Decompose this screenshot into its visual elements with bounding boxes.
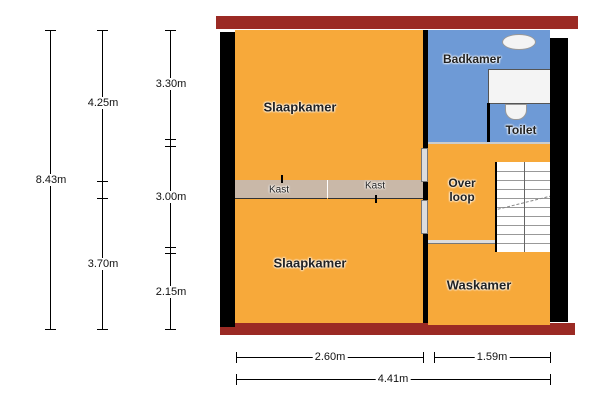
laundry-wall: [428, 240, 495, 244]
dimension-label: 2.60m: [312, 351, 348, 363]
dimension-label: 3.30m: [153, 78, 189, 90]
door-mark: [375, 195, 377, 203]
wall-left: [220, 32, 235, 327]
dimension-label: 3.00m: [153, 191, 189, 203]
wall-right: [550, 38, 568, 322]
sink-icon: [502, 34, 536, 50]
roof-top: [216, 16, 578, 29]
door-mark: [281, 175, 283, 183]
stairs: [495, 162, 553, 252]
room-label: Slaapkamer: [273, 255, 347, 271]
roof-bottom: [220, 323, 575, 335]
dimension-label: 4.41m: [375, 373, 411, 385]
room-label: Waskamer: [446, 277, 512, 293]
dimension-label: 8.43m: [33, 174, 69, 186]
dimension-label: 3.70m: [85, 258, 121, 270]
dimension-label: 1.59m: [474, 351, 510, 363]
dimension-label: 4.25m: [85, 97, 121, 109]
closet-left: [235, 180, 327, 199]
room-label: Toilet: [505, 123, 537, 137]
room-label: Kast: [364, 180, 386, 192]
room-label: Kast: [268, 184, 290, 196]
dimension-label: 2.15m: [153, 286, 189, 298]
room-label: Badkamer: [442, 52, 502, 66]
door-landing-top: [421, 148, 428, 182]
toilet-icon: [505, 104, 527, 120]
room-bedroom-bottom: [235, 198, 423, 323]
room-label: Slaapkamer: [263, 99, 337, 115]
room-label: Over: [448, 176, 476, 190]
shower-icon: [488, 69, 552, 104]
room-bedroom-top: [235, 30, 423, 180]
room-label: loop: [449, 190, 475, 204]
toilet-wall: [487, 103, 490, 142]
door-landing-bottom: [421, 200, 428, 234]
